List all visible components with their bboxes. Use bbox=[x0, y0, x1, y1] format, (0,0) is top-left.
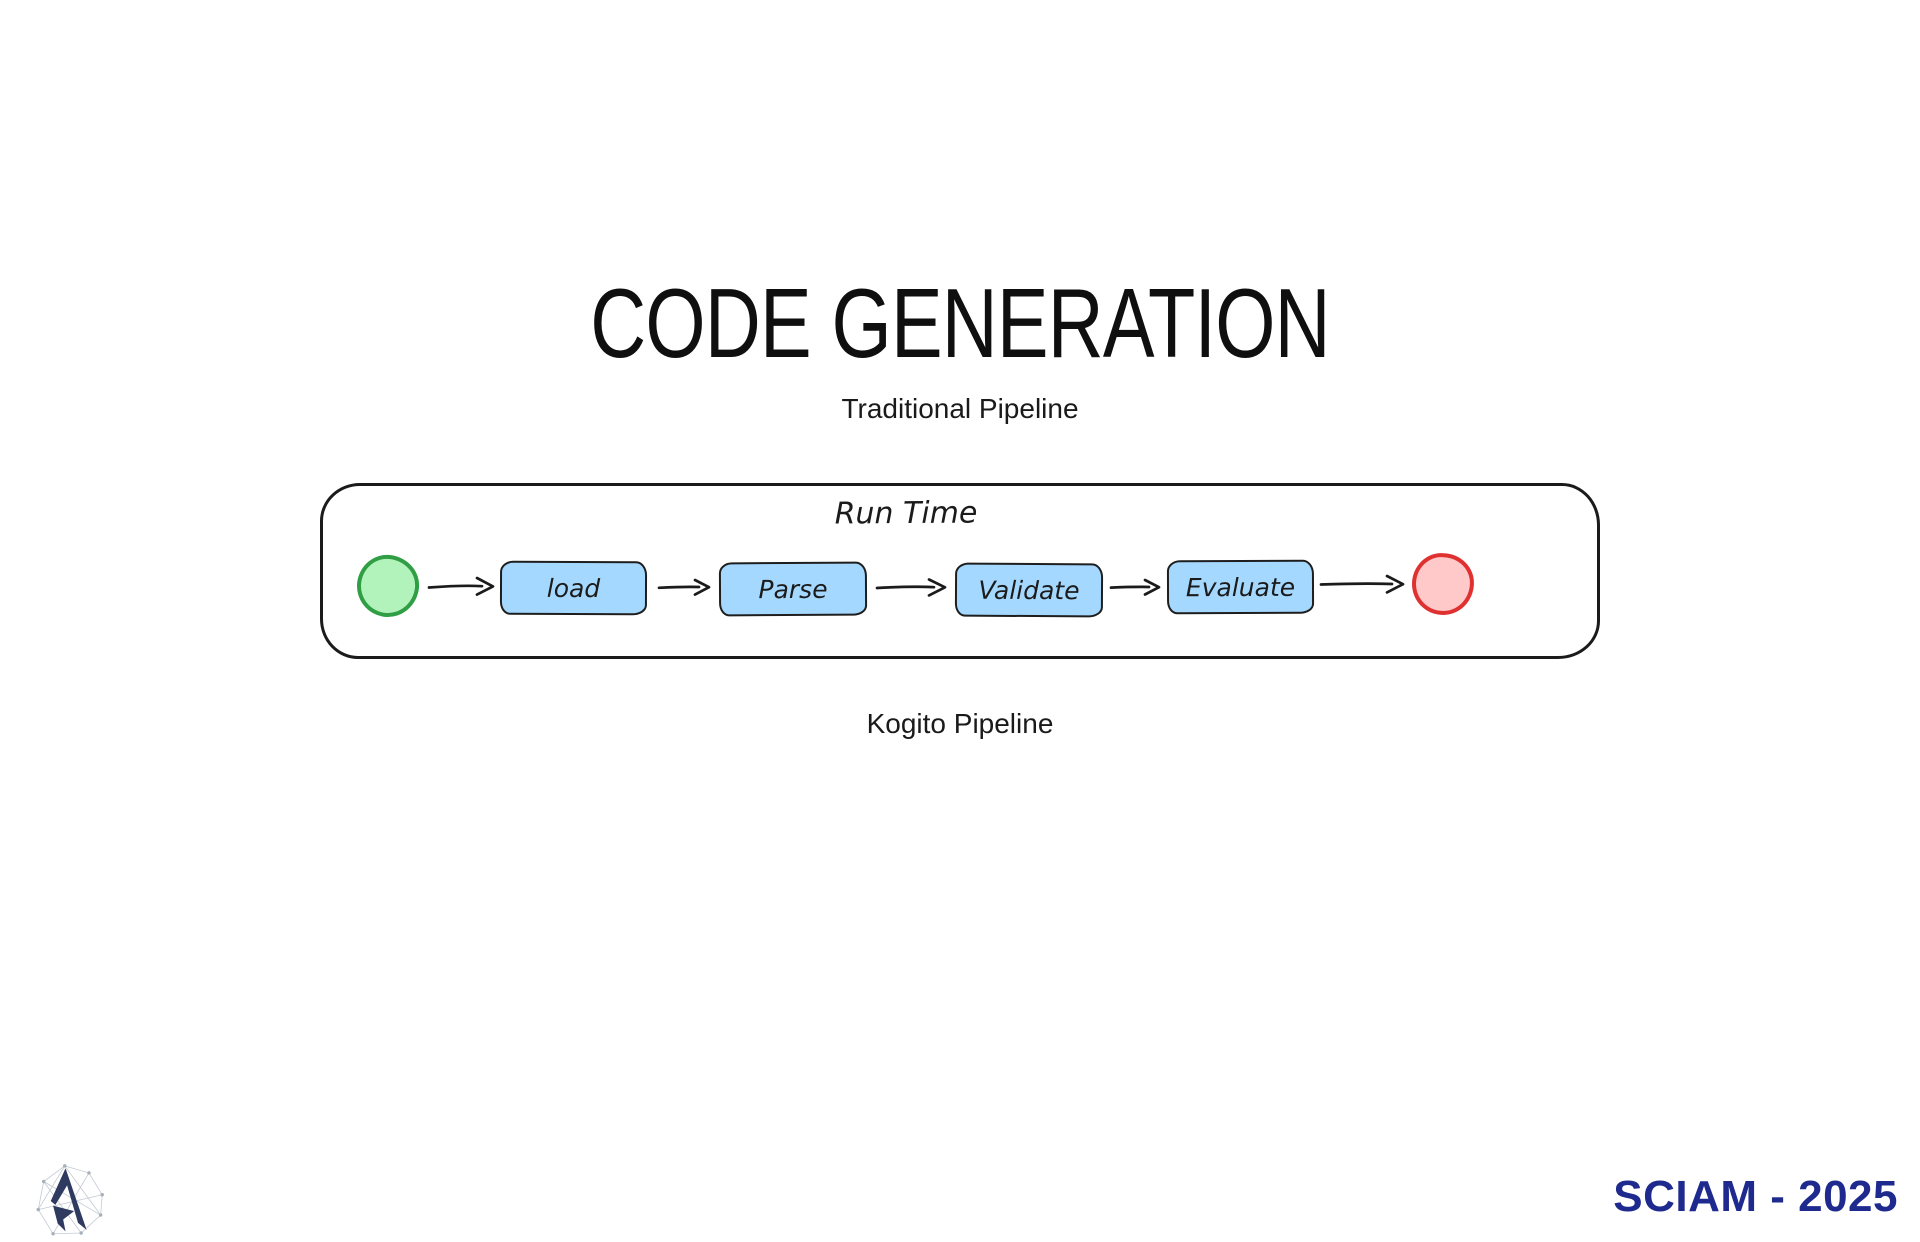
traditional-pipeline-label: Traditional Pipeline bbox=[841, 393, 1079, 424]
task-node-evaluate: Evaluate bbox=[1166, 559, 1315, 615]
task-node-label: Evaluate bbox=[1185, 572, 1296, 602]
flow-arrow-5 bbox=[1319, 574, 1405, 594]
flow-arrow-3 bbox=[875, 578, 947, 597]
kogito-pipeline-label: Kogito Pipeline bbox=[866, 708, 1054, 739]
task-node-label: Validate bbox=[978, 575, 1080, 605]
start-event-node bbox=[353, 551, 423, 621]
sciam-logo bbox=[32, 1162, 110, 1240]
runtime-frame: Run Time load Parse Validate bbox=[320, 483, 1600, 659]
arrow-spire-icon bbox=[36, 1164, 104, 1236]
slide-title-text: CODE GENERATION bbox=[590, 268, 1330, 378]
task-node-parse: Parse bbox=[718, 561, 868, 617]
runtime-frame-label: Run Time bbox=[834, 495, 978, 532]
flow-arrow-1 bbox=[427, 576, 495, 596]
task-node-label: load bbox=[546, 573, 601, 603]
end-event-node bbox=[1409, 550, 1477, 618]
brand-text: SCIAM - 2025 bbox=[1613, 1172, 1898, 1221]
task-node-validate: Validate bbox=[954, 562, 1104, 618]
flow-arrow-2 bbox=[657, 578, 711, 596]
flow-arrow-4 bbox=[1109, 578, 1161, 596]
page-title: CODE GENERATION bbox=[0, 274, 1920, 372]
task-node-load: load bbox=[499, 560, 648, 616]
task-node-label: Parse bbox=[758, 574, 828, 604]
